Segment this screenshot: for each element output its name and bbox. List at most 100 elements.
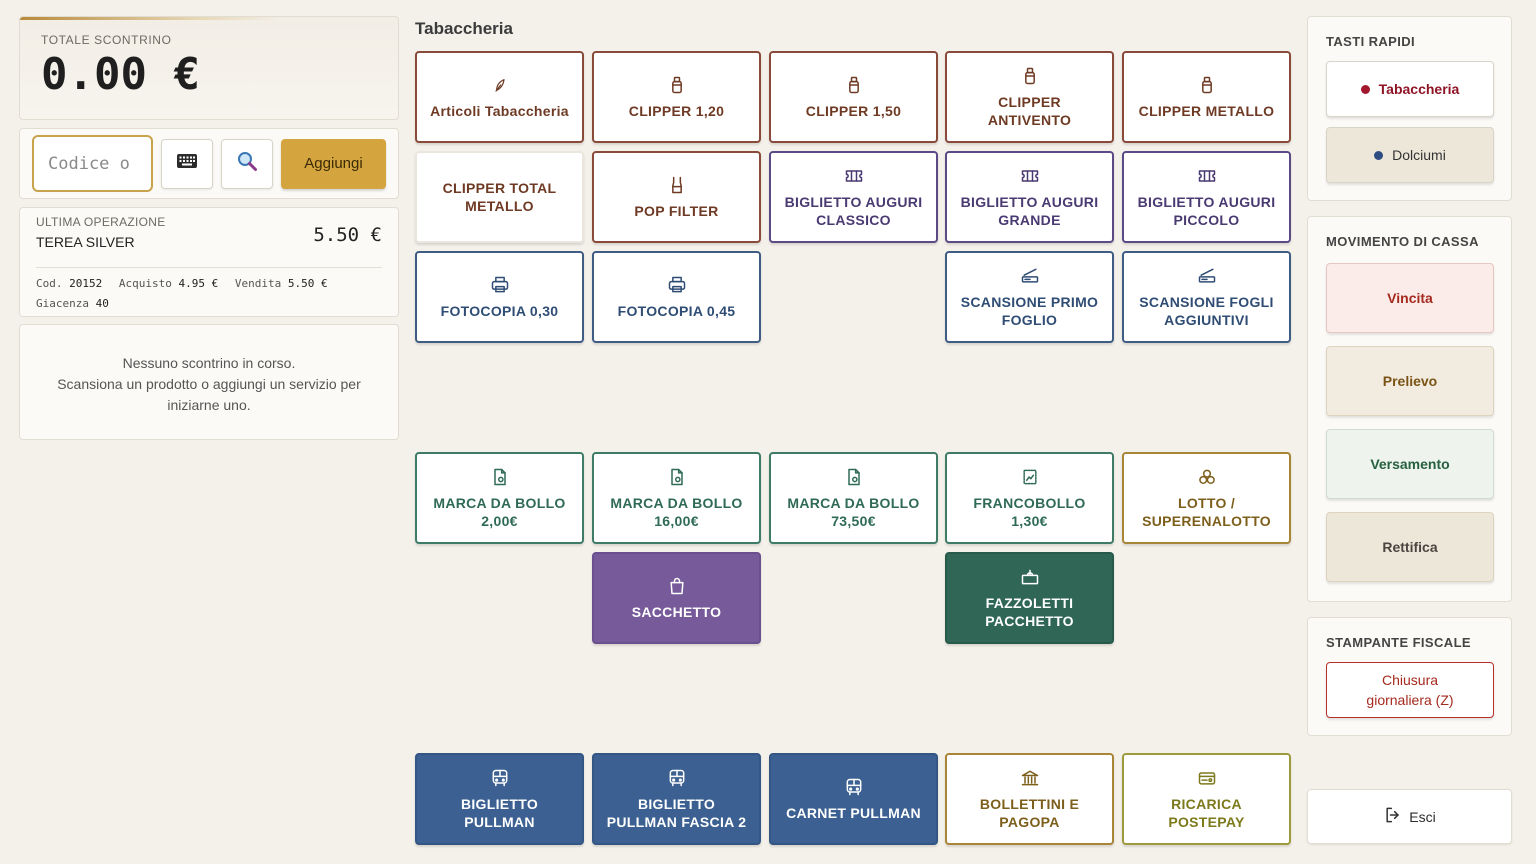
tile-lotto-superenalotto[interactable]: LOTTO / SUPERENALOTTO	[1122, 452, 1291, 544]
lighter-icon	[667, 74, 687, 96]
tile-label: RICARICA POSTEPAY	[1168, 796, 1245, 830]
sale-value: 5.50 €	[287, 277, 328, 290]
last-operation-card: ULTIMA OPERAZIONE TEREA SILVER 5.50 € Co…	[19, 207, 399, 317]
ticket-icon	[844, 165, 864, 187]
daily-closing-button[interactable]: Chiusura giornaliera (Z)	[1326, 662, 1494, 718]
tile-fotocopia-0-30[interactable]: FOTOCOPIA 0,30	[415, 251, 584, 343]
stamp-document-icon	[667, 466, 687, 488]
prelievo-button[interactable]: Prelievo	[1326, 346, 1494, 416]
stock-label: Giacenza	[36, 297, 89, 310]
fiscal-printer-title: STAMPANTE FISCALE	[1326, 635, 1471, 650]
tile-scansione-primo-foglio[interactable]: SCANSIONE PRIMO FOGLIO	[945, 251, 1114, 343]
receipt-column: TOTALE SCONTRINO 0.00 € Aggiungi ULTIMA …	[19, 16, 399, 440]
add-button[interactable]: Aggiungi	[281, 138, 386, 189]
cash-movement-panel: MOVIMENTO DI CASSA Vincita Prelievo Vers…	[1307, 216, 1512, 602]
tile-label: Articoli Tabaccheria	[430, 103, 569, 119]
tile-label: FOTOCOPIA 0,45	[617, 303, 736, 319]
bag-icon	[667, 575, 687, 597]
search-icon	[236, 150, 258, 177]
quick-keys-panel: TASTI RAPIDI Tabaccheria Dolciumi	[1307, 16, 1512, 201]
tile-biglietto-auguri-grande[interactable]: BIGLIETTO AUGURI GRANDE	[945, 151, 1114, 243]
code-input[interactable]	[32, 135, 153, 192]
tile-label: CLIPPER ANTIVENTO	[987, 94, 1072, 128]
tile-bollettini-pagopa[interactable]: BOLLETTINI E PAGOPA	[945, 753, 1114, 845]
tile-label: BIGLIETTO AUGURI PICCOLO	[1137, 194, 1276, 228]
category-title: Tabaccheria	[415, 19, 513, 38]
tile-biglietto-auguri-piccolo[interactable]: BIGLIETTO AUGURI PICCOLO	[1122, 151, 1291, 243]
bank-icon	[1020, 767, 1040, 789]
tile-label: BIGLIETTO AUGURI GRANDE	[960, 194, 1099, 228]
code-value: 20152	[69, 277, 103, 290]
leaf-icon	[492, 74, 508, 96]
rettifica-button[interactable]: Rettifica	[1326, 512, 1494, 582]
stamp-document-icon	[490, 466, 510, 488]
tile-clipper-1-20[interactable]: CLIPPER 1,20	[592, 51, 761, 143]
lighter-icon	[844, 74, 864, 96]
lighter-icon	[1020, 65, 1040, 87]
lighter-icon	[1197, 74, 1217, 96]
tile-clipper-1-50[interactable]: CLIPPER 1,50	[769, 51, 938, 143]
tile-marca-da-bollo-2[interactable]: MARCA DA BOLLO 2,00€	[415, 452, 584, 544]
tile-sacchetto[interactable]: SACCHETTO	[592, 552, 761, 644]
last-operation-product: TEREA SILVER	[36, 234, 135, 250]
tile-clipper-antivento[interactable]: CLIPPER ANTIVENTO	[945, 51, 1114, 143]
tile-scansione-fogli-aggiuntivi[interactable]: SCANSIONE FOGLI AGGIUNTIVI	[1122, 251, 1291, 343]
total-label: TOTALE SCONTRINO	[41, 33, 172, 47]
vincita-button[interactable]: Vincita	[1326, 263, 1494, 333]
category-dot-icon	[1374, 150, 1384, 160]
tile-ricarica-postepay[interactable]: RICARICA POSTEPAY	[1122, 753, 1291, 845]
total-value: 0.00 €	[41, 49, 200, 100]
scanner-icon	[1197, 265, 1217, 287]
tile-pop-filter[interactable]: POP FILTER	[592, 151, 761, 243]
code-label: Cod.	[36, 277, 63, 290]
printer-icon	[490, 274, 510, 296]
printer-icon	[667, 274, 687, 296]
keyboard-button[interactable]	[161, 138, 213, 189]
tile-label: BIGLIETTO PULLMAN FASCIA 2	[606, 796, 747, 830]
tile-label: CARNET PULLMAN	[786, 805, 921, 821]
quick-key-dolciumi[interactable]: Dolciumi	[1326, 127, 1494, 183]
tile-label: BOLLETTINI E PAGOPA	[979, 796, 1080, 830]
search-button[interactable]	[221, 138, 273, 189]
bus-icon	[844, 776, 864, 798]
quick-key-tabaccheria[interactable]: Tabaccheria	[1326, 61, 1494, 117]
stock-value: 40	[95, 297, 109, 310]
tile-biglietto-auguri-classico[interactable]: BIGLIETTO AUGURI CLASSICO	[769, 151, 938, 243]
tile-marca-da-bollo-73[interactable]: MARCA DA BOLLO 73,50€	[769, 452, 938, 544]
tile-label: CLIPPER 1,50	[805, 103, 902, 119]
sale-label: Vendita	[234, 277, 282, 290]
tile-clipper-metallo[interactable]: CLIPPER METALLO	[1122, 51, 1291, 143]
last-operation-label: ULTIMA OPERAZIONE	[36, 215, 166, 229]
tile-biglietto-pullman-fascia-2[interactable]: BIGLIETTO PULLMAN FASCIA 2	[592, 753, 761, 845]
tile-fotocopia-0-45[interactable]: FOTOCOPIA 0,45	[592, 251, 761, 343]
fiscal-printer-panel: STAMPANTE FISCALE Chiusura giornaliera (…	[1307, 617, 1512, 736]
tile-label: POP FILTER	[634, 203, 719, 219]
tile-label: CLIPPER TOTAL METALLO	[442, 180, 557, 214]
tile-marca-da-bollo-16[interactable]: MARCA DA BOLLO 16,00€	[592, 452, 761, 544]
versamento-button[interactable]: Versamento	[1326, 429, 1494, 499]
tile-label: FAZZOLETTI PACCHETTO	[985, 595, 1074, 629]
purchase-value: 4.95 €	[178, 277, 219, 290]
quick-keys-title: TASTI RAPIDI	[1326, 34, 1416, 49]
tile-articoli-tabaccheria[interactable]: Articoli Tabaccheria	[415, 51, 584, 143]
tile-label: SCANSIONE PRIMO FOGLIO	[960, 294, 1099, 328]
tile-label: MARCA DA BOLLO 16,00€	[610, 495, 743, 529]
tile-fazzoletti-pacchetto[interactable]: FAZZOLETTI PACCHETTO	[945, 552, 1114, 644]
purchase-label: Acquisto	[118, 277, 172, 290]
tile-label: CLIPPER METALLO	[1138, 103, 1275, 119]
tissue-box-icon	[1020, 566, 1040, 588]
tile-carnet-pullman[interactable]: CARNET PULLMAN	[769, 753, 938, 845]
tile-clipper-total-metallo[interactable]: CLIPPER TOTAL METALLO	[415, 151, 584, 243]
tile-label: SACCHETTO	[631, 604, 722, 620]
tile-francobollo[interactable]: FRANCOBOLLO 1,30€	[945, 452, 1114, 544]
lottery-balls-icon	[1197, 466, 1217, 488]
tile-biglietto-pullman[interactable]: BIGLIETTO PULLMAN	[415, 753, 584, 845]
stamp-document-icon	[844, 466, 864, 488]
exit-button[interactable]: Esci	[1307, 789, 1512, 844]
tile-label: FRANCOBOLLO 1,30€	[973, 495, 1086, 529]
logout-icon	[1383, 805, 1409, 828]
tile-label: CLIPPER 1,20	[628, 103, 725, 119]
last-operation-price: 5.50 €	[313, 224, 382, 246]
filter-icon	[667, 174, 687, 196]
tile-label: MARCA DA BOLLO 73,50€	[787, 495, 920, 529]
